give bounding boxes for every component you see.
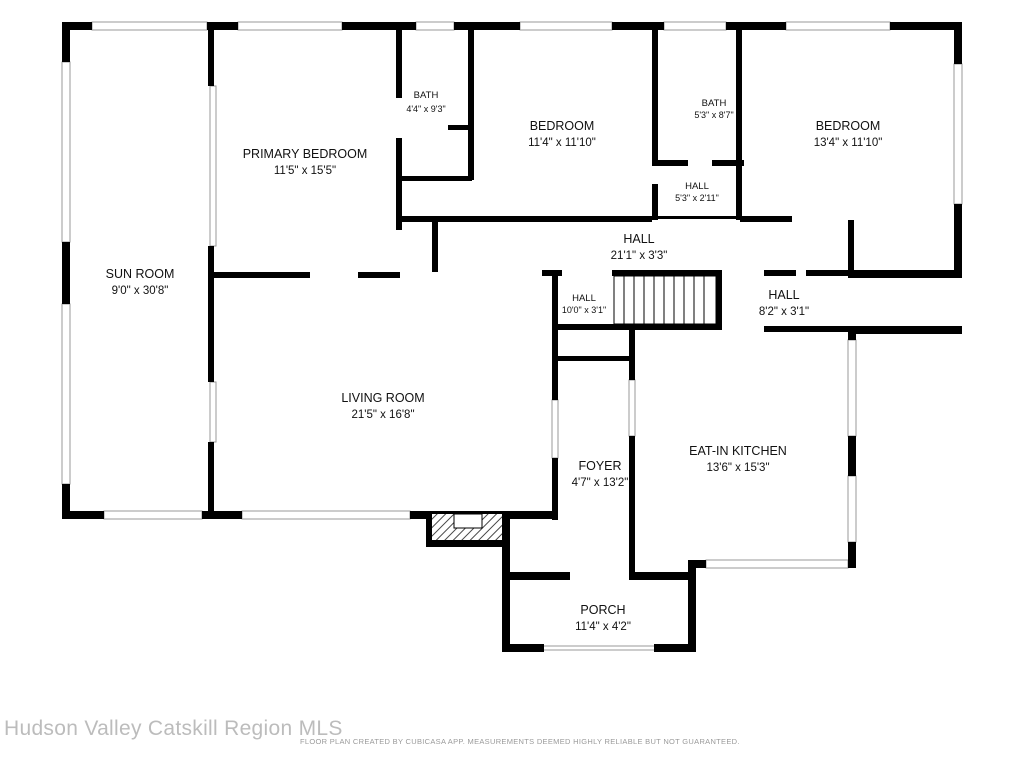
bedroom-1-name: BEDROOM xyxy=(530,119,595,133)
bedroom-1-dims: 11'4" x 11'10" xyxy=(528,137,596,149)
bath-2-name: BATH xyxy=(702,98,727,109)
hall-main-dims: 21'1" x 3'3" xyxy=(611,250,668,262)
hall-stair-dims: 10'0" x 3'1" xyxy=(562,305,606,315)
living-room-dims: 21'5" x 16'8" xyxy=(351,409,414,421)
floorplan-credit: FLOOR PLAN CREATED BY CUBICASA APP. MEAS… xyxy=(300,737,740,746)
foyer-name: FOYER xyxy=(578,459,621,473)
sun-room-name: SUN ROOM xyxy=(106,267,175,281)
hall-right-name: HALL xyxy=(768,288,799,302)
mls-watermark: Hudson Valley Catskill Region MLS xyxy=(4,717,343,740)
bedroom-2-name: BEDROOM xyxy=(816,119,881,133)
hall-stair-name: HALL xyxy=(572,293,596,304)
walls xyxy=(62,22,962,652)
bedroom-2-dims: 13'4" x 11'10" xyxy=(814,137,883,149)
living-room-name: LIVING ROOM xyxy=(341,391,424,405)
primary-bedroom-dims: 11'5" x 15'5" xyxy=(274,165,336,177)
kitchen-dims: 13'6" x 15'3" xyxy=(706,462,769,474)
kitchen-name: EAT-IN KITCHEN xyxy=(689,444,787,458)
windows xyxy=(61,21,963,569)
hall-right-dims: 8'2" x 3'1" xyxy=(759,306,809,318)
hall-main-name: HALL xyxy=(623,232,654,246)
bath-2-dims: 5'3" x 8'7" xyxy=(694,110,733,120)
staircase xyxy=(613,275,717,325)
porch-dims: 11'4" x 4'2" xyxy=(575,621,631,633)
foyer-dims: 4'7" x 13'2" xyxy=(572,477,629,489)
sun-room-dims: 9'0" x 30'8" xyxy=(112,285,169,297)
bath-1-dims: 4'4" x 9'3" xyxy=(406,104,445,114)
hall-small-name: HALL xyxy=(685,181,709,192)
primary-bedroom-name: PRIMARY BEDROOM xyxy=(243,147,368,161)
porch-name: PORCH xyxy=(580,603,625,617)
fireplace xyxy=(432,513,502,540)
room-labels: SUN ROOM 9'0" x 30'8" PRIMARY BEDROOM 11… xyxy=(106,90,883,633)
porch-rail xyxy=(544,645,654,651)
hall-small-dims: 5'3" x 2'11" xyxy=(675,193,719,203)
bath-1-name: BATH xyxy=(414,90,439,101)
